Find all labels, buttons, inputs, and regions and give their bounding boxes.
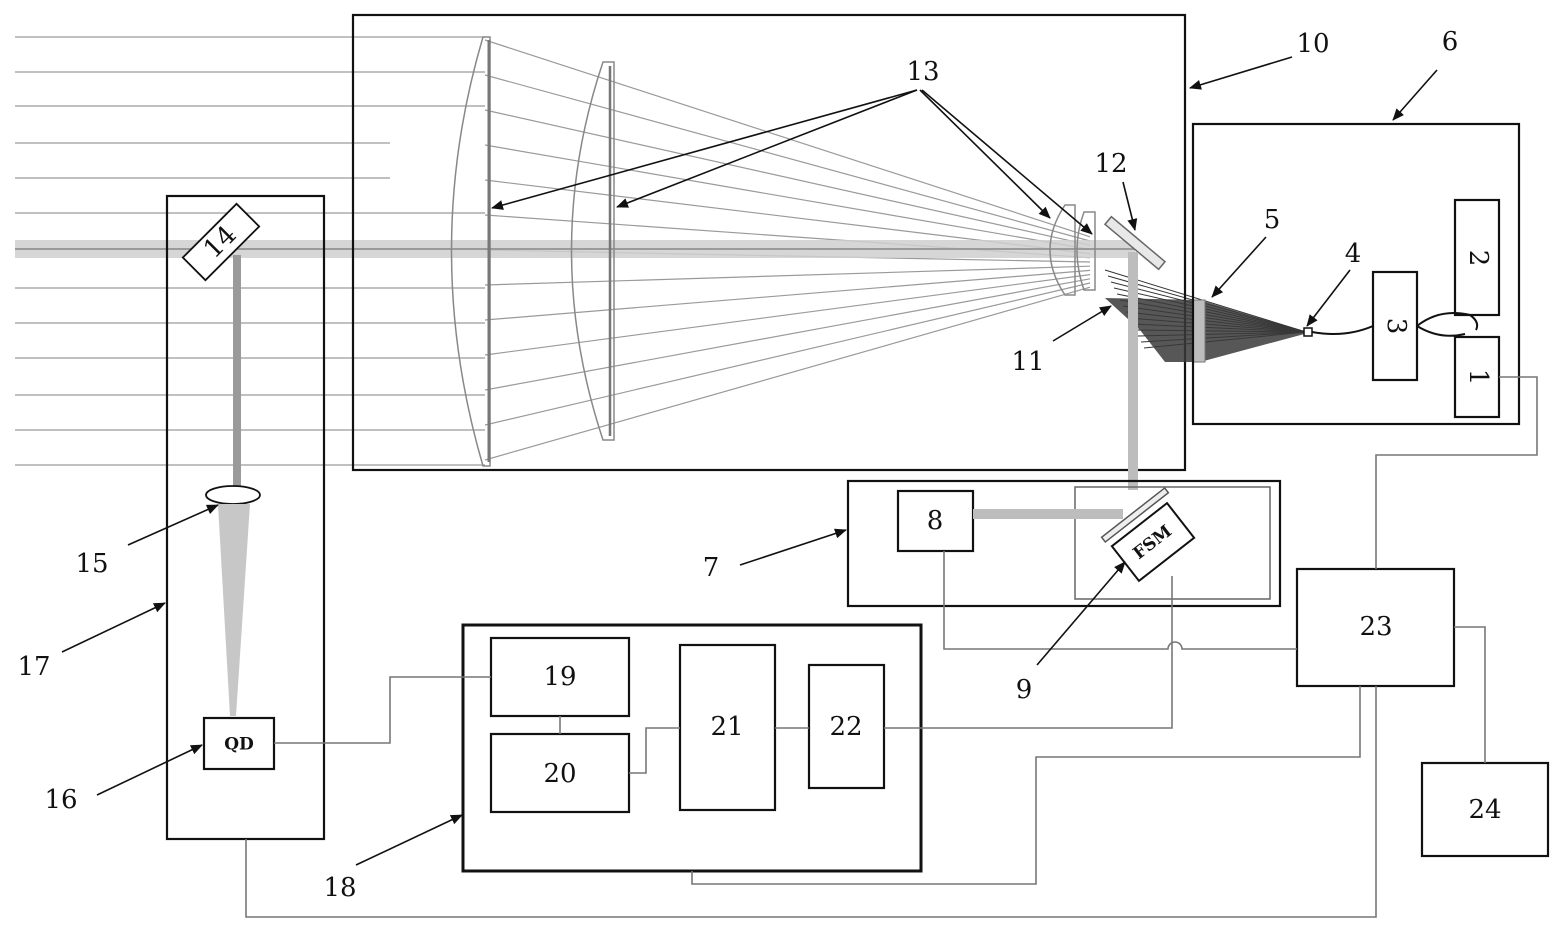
converging-ray: [484, 265, 1091, 286]
callout-17: 17: [17, 652, 50, 682]
callout-12: 12: [1094, 149, 1127, 179]
callout-5: 5: [1264, 205, 1281, 235]
callout-6: 6: [1442, 27, 1459, 57]
component-8-box: [896, 489, 975, 553]
converging-ray: [484, 144, 1091, 250]
callout-4: 4: [1345, 239, 1362, 269]
converging-ray: [484, 39, 1091, 238]
callout-15: 15: [75, 549, 108, 579]
callout-13: 13: [906, 57, 939, 87]
signal-wiring: [245, 376, 1538, 918]
callout-7: 7: [703, 553, 720, 583]
component-1-label: 1: [1463, 369, 1493, 386]
fiber-line: [1311, 325, 1374, 335]
small-lens-group: [1049, 204, 1076, 296]
fsm-mirror-face: [1100, 486, 1170, 544]
converging-ray: [484, 286, 1091, 461]
callout-arrows: [61, 56, 1438, 866]
beam-to-fsm: [973, 509, 1123, 519]
component-19-label: 19: [543, 662, 576, 692]
vertical-beam: [1128, 252, 1138, 490]
callout-11: 11: [1011, 347, 1044, 377]
converging-ray: [484, 274, 1091, 356]
laser-box-6: [1191, 122, 1521, 426]
fiber-connector-4: [1303, 327, 1313, 337]
callout-18: 18: [323, 873, 356, 903]
converging-ray: [484, 109, 1091, 246]
component-21-label: 21: [710, 712, 743, 742]
callout-16: 16: [44, 785, 77, 815]
splitter-14: [181, 202, 261, 282]
component-2-label: 2: [1463, 250, 1493, 267]
lens-15: [205, 485, 261, 505]
fold-mirror-12: [1103, 215, 1167, 271]
fiber-split-top: [1416, 312, 1479, 331]
control-box-18: [461, 623, 923, 873]
component-2-box: [1453, 198, 1501, 317]
component-8-label: 8: [927, 506, 944, 536]
converging-ray: [484, 74, 1091, 242]
component-24-label: 24: [1468, 795, 1501, 825]
component-22-box: [807, 663, 886, 790]
component-3-label: 3: [1381, 318, 1411, 335]
fiber-split-bottom: [1416, 325, 1466, 337]
tracking-beam: [233, 255, 241, 490]
converging-ray: [484, 269, 1091, 321]
qd-label: QD: [224, 735, 254, 755]
large-lens-1: [450, 36, 491, 467]
fiber-output-cone: [1105, 298, 1308, 362]
converging-ray: [484, 278, 1091, 391]
component-20-label: 20: [543, 759, 576, 789]
callout-10: 10: [1296, 29, 1329, 59]
focused-beam-cone: [218, 504, 250, 716]
converging-ray: [484, 282, 1091, 426]
large-lens-2: [570, 61, 615, 441]
incoming-parallel-rays: [15, 36, 485, 466]
component-23-label: 23: [1359, 612, 1392, 642]
telescope-box-10: [351, 13, 1187, 472]
collimator-5: [1192, 299, 1206, 363]
fsm-box-7: [846, 479, 1282, 608]
component-22-label: 22: [829, 712, 862, 742]
callout-9: 9: [1016, 675, 1033, 705]
